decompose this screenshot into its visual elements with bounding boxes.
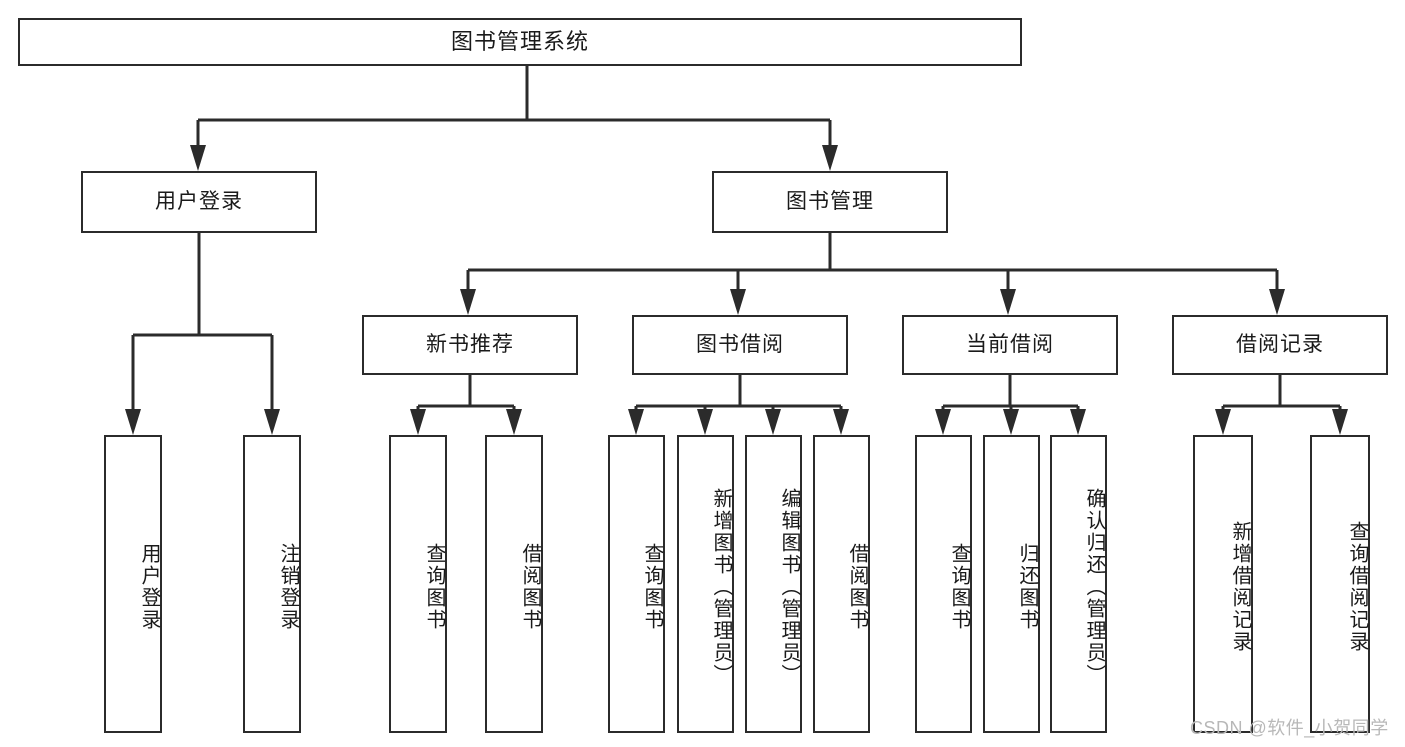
edge-arrowhead-2 xyxy=(765,409,781,435)
node-leaf-confirm-return-admin[interactable]: 确认归还（管理员） xyxy=(1050,435,1107,733)
edge-new-book-recommend-to-leaves xyxy=(410,375,522,435)
node-borrow-record[interactable]: 借阅记录 xyxy=(1172,315,1388,375)
node-label: 图书管理系统 xyxy=(450,28,589,54)
edge-arrowhead-0 xyxy=(190,145,206,171)
node-leaf-user-login[interactable]: 用户登录 xyxy=(104,435,162,733)
node-book-management[interactable]: 图书管理 xyxy=(712,171,948,233)
edge-arrowhead-0 xyxy=(935,409,951,435)
node-label: 归还图书 xyxy=(1016,543,1038,631)
edge-arrowhead-0 xyxy=(410,409,426,435)
node-label: 图书借阅 xyxy=(696,333,784,357)
edge-arrowhead-1 xyxy=(1003,409,1019,435)
edge-arrowhead-1 xyxy=(697,409,713,435)
edge-current-borrow-to-leaves xyxy=(935,375,1086,435)
edge-arrowhead-1 xyxy=(1332,409,1348,435)
node-label: 查询图书 xyxy=(948,543,970,631)
node-label: 查询图书 xyxy=(641,543,663,631)
edge-arrowhead-1 xyxy=(506,409,522,435)
node-current-borrow[interactable]: 当前借阅 xyxy=(902,315,1118,375)
node-label: 新书推荐 xyxy=(426,333,514,357)
edge-arrowhead-0 xyxy=(1215,409,1231,435)
node-label: 查询借阅记录 xyxy=(1346,521,1368,653)
node-label: 用户登录 xyxy=(138,543,160,631)
edge-arrowhead-1 xyxy=(822,145,838,171)
node-label: 借阅图书 xyxy=(519,543,541,631)
node-label: 借阅图书 xyxy=(846,543,868,631)
node-label: 注销登录 xyxy=(277,543,299,631)
node-leaf-logout[interactable]: 注销登录 xyxy=(243,435,301,733)
node-label: 新增图书（管理员） xyxy=(710,488,732,686)
edge-book-management-to-level3 xyxy=(460,233,1285,315)
node-label: 新增借阅记录 xyxy=(1229,521,1251,653)
node-leaf-borrow-book-2[interactable]: 借阅图书 xyxy=(813,435,870,733)
edge-arrowhead-0 xyxy=(628,409,644,435)
node-leaf-query-book-3[interactable]: 查询图书 xyxy=(915,435,972,733)
node-label: 图书管理 xyxy=(786,190,874,214)
node-label: 用户登录 xyxy=(155,190,243,214)
edge-arrowhead-2 xyxy=(1070,409,1086,435)
edge-borrow-record-to-leaves xyxy=(1215,375,1348,435)
edge-arrowhead-0 xyxy=(460,289,476,315)
csdn-watermark: CSDN @软件_小贺同学 xyxy=(1190,718,1389,738)
edge-arrowhead-0 xyxy=(125,409,141,435)
node-leaf-add-borrow-record[interactable]: 新增借阅记录 xyxy=(1193,435,1253,733)
edge-arrowhead-1 xyxy=(730,289,746,315)
node-label: 借阅记录 xyxy=(1236,333,1324,357)
node-leaf-return-book[interactable]: 归还图书 xyxy=(983,435,1040,733)
node-label: 查询图书 xyxy=(423,543,445,631)
node-leaf-query-book-2[interactable]: 查询图书 xyxy=(608,435,665,733)
edge-book-borrow-to-leaves xyxy=(628,375,849,435)
edge-arrowhead-2 xyxy=(1000,289,1016,315)
node-new-book-recommend[interactable]: 新书推荐 xyxy=(362,315,578,375)
edge-root-to-level2 xyxy=(190,66,838,171)
node-book-borrow[interactable]: 图书借阅 xyxy=(632,315,848,375)
edge-arrowhead-1 xyxy=(264,409,280,435)
edge-arrowhead-3 xyxy=(1269,289,1285,315)
edge-user-login-to-leaves xyxy=(125,233,280,435)
node-user-login[interactable]: 用户登录 xyxy=(81,171,317,233)
edge-arrowhead-3 xyxy=(833,409,849,435)
node-leaf-edit-book-admin[interactable]: 编辑图书（管理员） xyxy=(745,435,802,733)
node-leaf-add-book-admin[interactable]: 新增图书（管理员） xyxy=(677,435,734,733)
node-label: 确认归还（管理员） xyxy=(1083,488,1105,686)
node-root[interactable]: 图书管理系统 xyxy=(18,18,1022,66)
node-label: 编辑图书（管理员） xyxy=(778,488,800,686)
node-label: 当前借阅 xyxy=(966,333,1054,357)
edge-group-layer xyxy=(125,66,1348,435)
node-leaf-query-borrow-record[interactable]: 查询借阅记录 xyxy=(1310,435,1370,733)
node-leaf-query-book-1[interactable]: 查询图书 xyxy=(389,435,447,733)
node-leaf-borrow-book-1[interactable]: 借阅图书 xyxy=(485,435,543,733)
